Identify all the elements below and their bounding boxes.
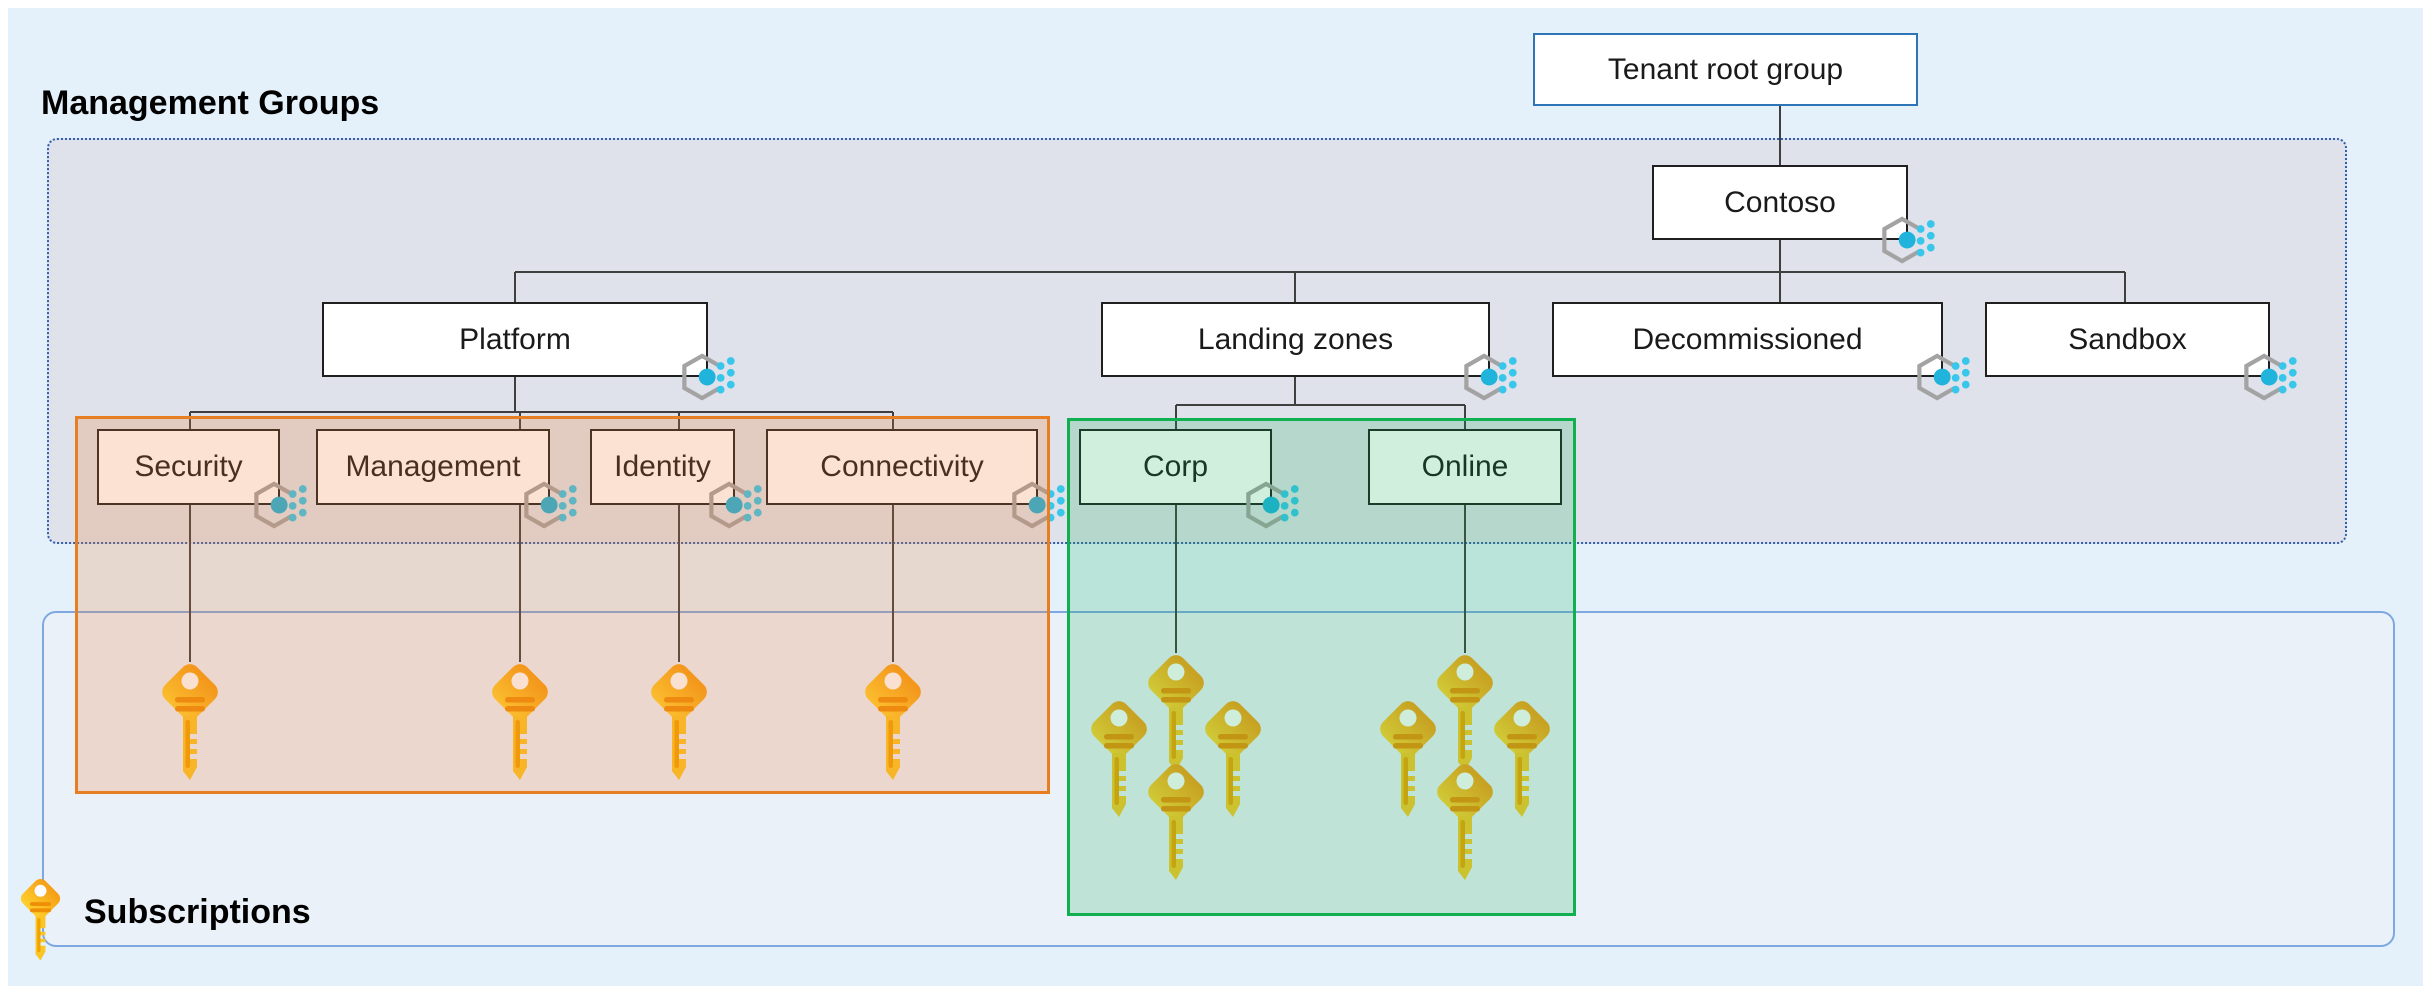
node-landing-zones: Landing zones <box>1101 302 1490 377</box>
management-groups-heading: Management Groups <box>41 84 380 122</box>
subscription-key-icon <box>1426 760 1504 882</box>
management-group-icon <box>253 480 307 530</box>
management-group-icon <box>1881 215 1935 265</box>
management-group-icon <box>1011 480 1065 530</box>
management-group-icon <box>1463 352 1517 402</box>
subscriptions-container <box>42 611 2395 947</box>
node-tenant-root-group: Tenant root group <box>1533 33 1918 106</box>
subscriptions-key-icon <box>13 876 68 962</box>
node-management: Management <box>316 429 550 505</box>
node-contoso: Contoso <box>1652 165 1908 240</box>
management-group-icon <box>523 480 577 530</box>
node-connectivity: Connectivity <box>766 429 1038 505</box>
subscription-key-icon <box>640 660 718 782</box>
node-online: Online <box>1368 429 1562 505</box>
subscription-key-icon <box>1137 760 1215 882</box>
node-decommissioned: Decommissioned <box>1552 302 1943 377</box>
management-group-icon <box>708 480 762 530</box>
subscription-key-icon <box>151 660 229 782</box>
subscription-key-icon <box>481 660 559 782</box>
subscriptions-heading: Subscriptions <box>84 893 311 931</box>
management-group-icon <box>2243 352 2297 402</box>
node-platform: Platform <box>322 302 708 377</box>
management-group-icon <box>681 352 735 402</box>
node-security: Security <box>97 429 280 505</box>
management-group-icon <box>1245 480 1299 530</box>
management-group-icon <box>1916 352 1970 402</box>
node-corp: Corp <box>1079 429 1272 505</box>
subscription-key-icon <box>854 660 932 782</box>
node-sandbox: Sandbox <box>1985 302 2270 377</box>
